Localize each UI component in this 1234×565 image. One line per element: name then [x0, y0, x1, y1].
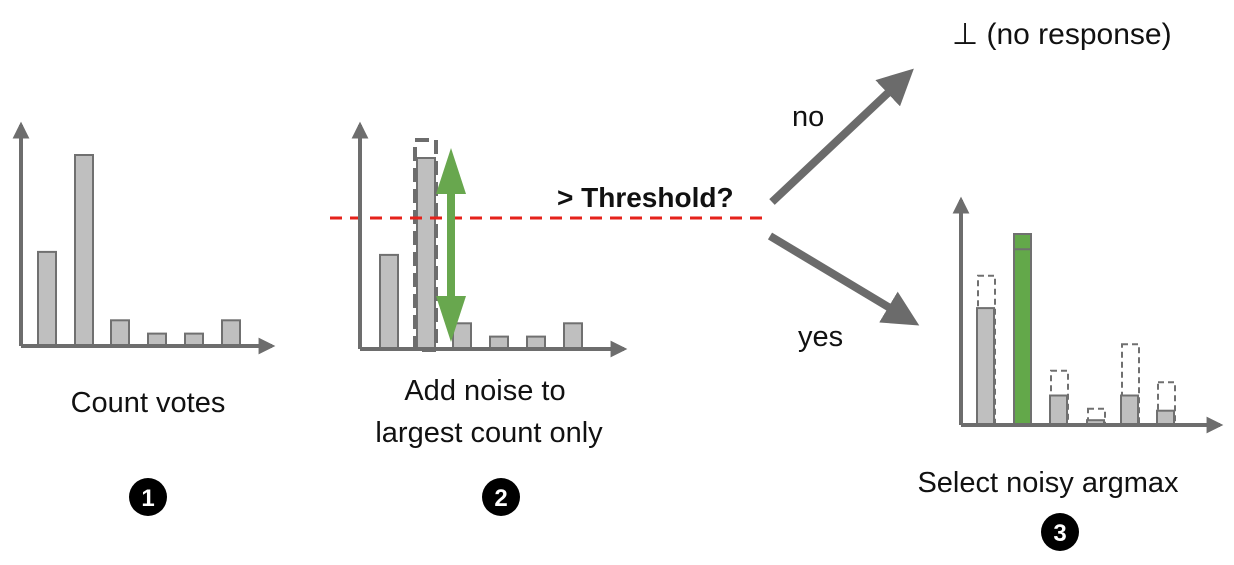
vote-bar: [489, 335, 509, 350]
step2-label: Add noise to largest count only: [375, 375, 603, 449]
step1-label: Count votes: [71, 387, 226, 419]
no-response-label: ⊥ (no response): [952, 18, 1172, 51]
yes-branch-label: yes: [798, 321, 843, 353]
threshold-question: > Threshold?: [557, 182, 734, 213]
histogram-noisy-argmax: [952, 196, 1224, 434]
vote-bar: [416, 157, 436, 349]
histogram-noisy-max: [330, 121, 770, 358]
step1-badge: 1: [129, 478, 167, 516]
histogram-vote-counts: [12, 121, 276, 355]
vote-bar: [184, 332, 204, 347]
vote-bar: [74, 154, 94, 346]
yes-branch-arrow: [767, 232, 920, 326]
vote-bar: [147, 332, 167, 347]
vote-bar: [379, 253, 399, 349]
svg-text:3: 3: [1053, 520, 1066, 547]
true-count-bar: [1049, 394, 1068, 425]
vote-bar: [37, 250, 57, 346]
true-count-bar: [1120, 394, 1139, 425]
true-count-bar: [1156, 409, 1175, 426]
vote-bar: [526, 335, 546, 350]
svg-text:1: 1: [141, 485, 154, 512]
true-count-bar: [976, 307, 995, 426]
step2-badge: 2: [482, 478, 520, 516]
vote-bar: [221, 319, 241, 346]
step3-badge: 3: [1041, 513, 1079, 551]
svg-text:2: 2: [494, 485, 507, 512]
step3-label: Select noisy argmax: [917, 467, 1179, 499]
vote-bar: [563, 322, 583, 349]
selected-argmax-bar: [1013, 233, 1032, 425]
vote-bar: [110, 319, 130, 346]
no-branch-arrow: [769, 68, 914, 205]
no-branch-label: no: [792, 101, 824, 133]
noise-double-arrow: [436, 148, 466, 342]
